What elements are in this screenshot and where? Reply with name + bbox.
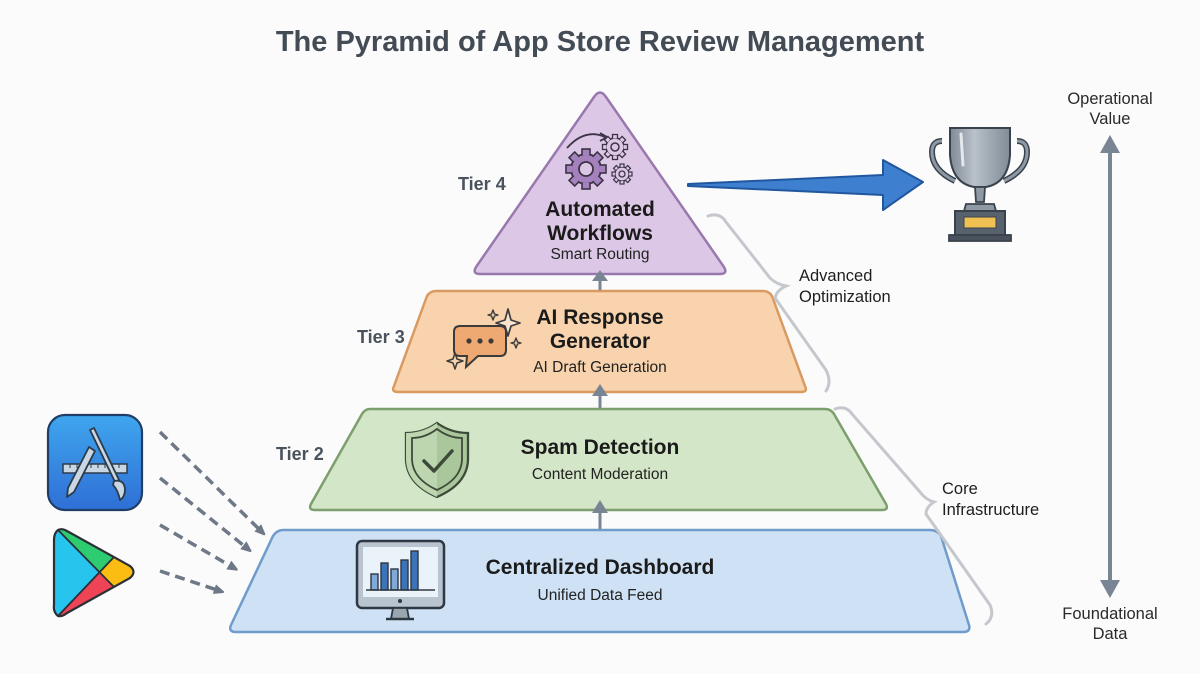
group-label-core-infrastructure: Core Infrastructure: [942, 479, 1039, 521]
value-arrow: [687, 159, 924, 211]
diagram-title: The Pyramid of App Store Review Manageme…: [275, 26, 925, 58]
trophy-icon: [928, 127, 1031, 242]
tier-connectors: [592, 270, 608, 529]
tier-4-title: Automated Workflows: [500, 198, 700, 246]
tier-4-label: Tier 4: [458, 174, 506, 194]
tier-3-title-line2: Generator: [549, 330, 651, 353]
shield-check-icon: [404, 421, 470, 499]
tier-2-title: Spam Detection: [520, 436, 680, 459]
axis-label-top: Operational Value: [1050, 89, 1170, 129]
arrow-up-icon: [592, 384, 608, 408]
axis-label-line: Data: [1092, 625, 1128, 643]
dashed-arrow: [159, 523, 234, 568]
dashed-arrow: [158, 430, 262, 532]
tier-1-shape: [228, 528, 971, 634]
tier-3-shape: [391, 289, 808, 394]
arrow-up-icon: [592, 270, 608, 290]
tier-4-title-line2: Workflows: [547, 222, 653, 245]
monitor-bar-chart-icon: [355, 539, 446, 621]
tier-2-spam-detection: [308, 407, 889, 512]
tier-3-title: AI Response Generator: [500, 306, 700, 354]
group-label-advanced-optimization: Advanced Optimization: [799, 266, 891, 308]
tier-2-label: Tier 2: [276, 444, 324, 464]
tier-1-centralized-dashboard: [228, 528, 971, 634]
group-label-line: Infrastructure: [942, 501, 1040, 519]
group-label-line: Advanced: [799, 267, 873, 285]
value-axis-arrow: [1100, 135, 1120, 598]
axis-label-bottom: Foundational Data: [1050, 604, 1170, 644]
tier-4-title-line1: Automated: [545, 198, 655, 221]
axis-label-line: Foundational: [1062, 605, 1158, 623]
tier-3-ai-response-generator: [391, 289, 808, 394]
tier-1-subtitle: Unified Data Feed: [537, 587, 663, 604]
tier-2-subtitle: Content Moderation: [531, 466, 669, 483]
app-store-icon: [46, 413, 144, 512]
arrow-up-icon: [592, 500, 608, 529]
axis-label-line: Operational: [1067, 90, 1153, 108]
dashed-arrow: [158, 476, 248, 549]
brace-advanced-optimization: [706, 213, 831, 393]
gears-icon: [565, 132, 633, 190]
tier-3-title-line1: AI Response: [536, 306, 664, 329]
data-input-arrows: [158, 430, 262, 591]
group-label-line: Optimization: [799, 288, 891, 306]
tier-4-automated-workflows: [473, 91, 727, 276]
axis-label-line: Value: [1089, 110, 1131, 128]
tier-3-subtitle: AI Draft Generation: [533, 359, 667, 376]
brace-core-infrastructure: [833, 406, 994, 626]
chat-sparkles-icon: [446, 308, 522, 370]
group-label-line: Core: [942, 480, 978, 498]
google-play-icon: [52, 528, 135, 618]
tier-4-subtitle: Smart Routing: [550, 246, 650, 263]
dashed-arrow: [159, 569, 220, 591]
tier-1-title: Centralized Dashboard: [485, 556, 715, 579]
tier-3-label: Tier 3: [357, 327, 405, 347]
